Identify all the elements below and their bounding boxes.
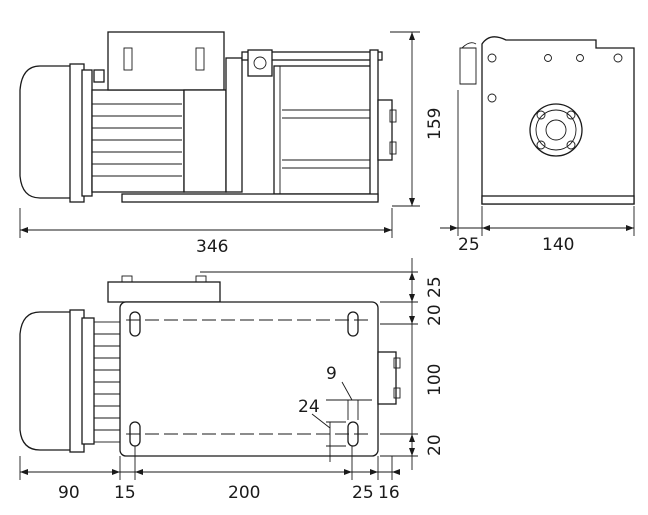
dim-slot-9: 9 — [326, 364, 337, 384]
top-motor-endcap — [19, 311, 73, 451]
side-shaft-flange — [529, 103, 583, 157]
mounting-slot — [129, 311, 141, 337]
front-motor-endcap — [19, 65, 73, 199]
dim-front-length: 346 — [196, 237, 228, 257]
dim-bottom-15: 15 — [114, 483, 136, 503]
front-terminal-box — [107, 31, 225, 91]
top-view-dimensions: 25 20 100 20 9 24 90 15 200 25 16 — [19, 258, 445, 503]
front-drum — [273, 65, 377, 195]
mounting-slot — [347, 311, 359, 337]
front-view-dimensions: 346 159 — [19, 31, 445, 257]
side-view-dimensions: 25 140 — [440, 90, 635, 255]
mounting-slot — [347, 421, 359, 447]
dim-bottom-90: 90 — [58, 483, 80, 503]
dim-top-20a: 20 — [425, 304, 445, 326]
dim-top-25: 25 — [425, 276, 445, 298]
dim-side-width: 140 — [542, 235, 574, 255]
dim-top-100: 100 — [425, 364, 445, 396]
dim-bottom-16: 16 — [378, 483, 400, 503]
dim-bottom-200: 200 — [228, 483, 260, 503]
dim-slot-24: 24 — [298, 397, 320, 417]
front-guide-block — [247, 49, 273, 77]
dim-side-offset: 25 — [458, 235, 480, 255]
motor-fins — [92, 103, 182, 177]
dim-top-20b: 20 — [425, 434, 445, 456]
dim-front-height: 159 — [425, 108, 445, 140]
dim-bottom-25: 25 — [352, 483, 374, 503]
top-base-plate — [119, 301, 379, 457]
front-motor-body — [91, 89, 185, 193]
top-view — [19, 275, 401, 457]
front-view — [19, 31, 397, 203]
side-view — [459, 36, 635, 205]
